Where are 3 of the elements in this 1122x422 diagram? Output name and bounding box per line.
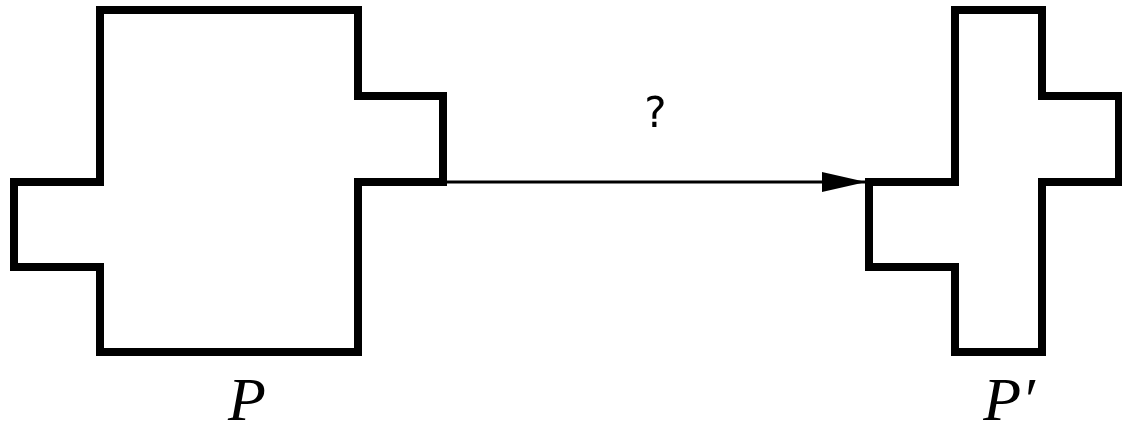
shape-label: P bbox=[228, 368, 266, 422]
arrow bbox=[446, 172, 866, 192]
shape-label: P′ bbox=[983, 368, 1035, 422]
